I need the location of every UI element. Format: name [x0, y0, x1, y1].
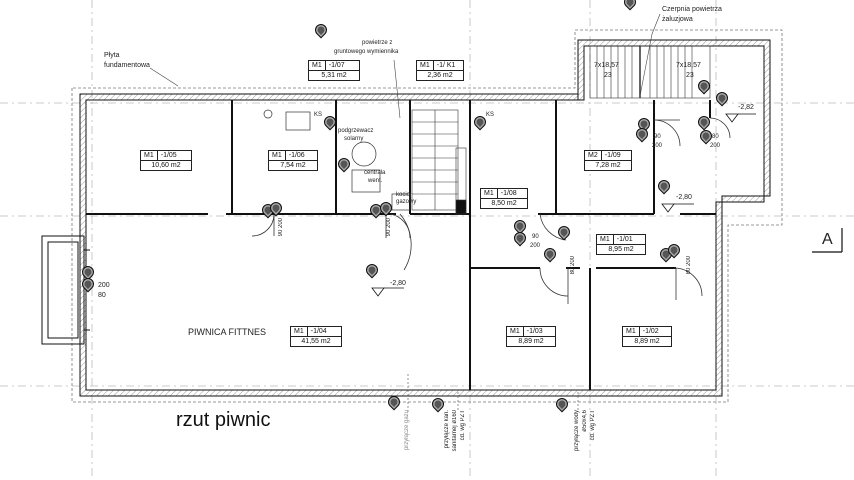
section-letter: A — [822, 231, 833, 248]
drawing-title: rzut piwnic — [176, 409, 271, 431]
stair-label-2: 7x18,57 — [676, 62, 701, 69]
stair-label-1b: 23 — [604, 72, 612, 79]
door-dim: 80 200 — [570, 256, 576, 275]
plyta-label-2: fundamentowa — [104, 62, 150, 69]
level-markers — [371, 113, 756, 297]
czerpnia-label-1: Czerpnia powietrza — [662, 6, 722, 13]
section-marker — [812, 228, 843, 253]
podgrzewacz-label-1: podgrzewacz — [338, 128, 374, 134]
room-tag: M1-1/06 7,54 m2 — [268, 150, 318, 171]
exterior-walls — [79, 39, 771, 397]
room-name: PIWNICA FITTNES — [188, 327, 267, 337]
window-dim-a: 200 — [98, 282, 110, 289]
level-stair: -2,82 — [738, 104, 754, 111]
door-dim: 90 — [654, 134, 661, 140]
equipment — [263, 109, 411, 211]
kociol-label-2: gazowy — [396, 199, 417, 205]
room-tag: M1-1/07 5,31 m2 — [308, 60, 360, 81]
level-mid: -2,80 — [390, 280, 406, 287]
stair-treads — [589, 45, 711, 99]
plyta-label-1: Płyta — [104, 52, 120, 59]
door-dim: 200 — [652, 143, 663, 149]
room-tag: M2-1/09 7,28 m2 — [584, 150, 632, 171]
door-dim: 80 200 — [686, 256, 692, 275]
ks-label-1: KS — [314, 112, 323, 118]
utility-sewer-label-1: przyłącze kan. — [444, 410, 450, 449]
room-tag: M1-1/01 8,95 m2 — [596, 234, 646, 255]
podgrzewacz-label-2: solarny — [344, 136, 364, 142]
window-dim-b: 80 — [98, 292, 106, 299]
powietrze-label-2: gruntowego wymiennika — [334, 49, 399, 55]
utility-water-label-1: przyłącze wody — [574, 410, 580, 452]
ks-label-2: KS — [486, 112, 495, 118]
powietrze-label-1: powietrze z — [362, 40, 393, 46]
leaders — [149, 13, 661, 119]
centrala-label-1: centrala — [364, 170, 386, 176]
utility-sewer-label-3: cd. wg PZT — [460, 410, 466, 441]
stair-label-1: 7x18,57 — [594, 62, 619, 69]
room-tag: M1-1/04 41,55 m2 — [290, 326, 342, 347]
door-dim: 200 — [710, 143, 721, 149]
utility-water-label-2: ø50x4,6 — [582, 410, 588, 432]
centrala-label-2: went. — [368, 178, 383, 184]
door-dim: 80 — [712, 134, 719, 140]
stair-label-2b: 23 — [686, 72, 694, 79]
door-dim: 90 — [532, 234, 539, 240]
room-tag: M1-1/ K1 2,36 m2 — [416, 60, 464, 81]
room-tag: M1-1/03 8,89 m2 — [506, 326, 556, 347]
room-tag: M1-1/02 8,89 m2 — [622, 326, 672, 347]
utility-gas-label: przyłącze gazu — [404, 410, 410, 451]
door-dim: 90 200 — [386, 218, 392, 237]
door-dim: 200 — [530, 243, 541, 249]
level-right: -2,80 — [676, 194, 692, 201]
foundation-outline — [71, 29, 783, 403]
utility-lines — [407, 374, 579, 412]
window-bay — [41, 235, 90, 345]
room-tag: M1-1/05 10,60 m2 — [140, 150, 192, 171]
utility-sewer-label-2: sanitarnej ø160 — [452, 410, 458, 452]
utility-water-label-3: cd. wg PZT — [590, 410, 596, 441]
czerpnia-label-2: żaluzjowa — [662, 16, 693, 23]
interior-stair — [411, 109, 467, 215]
door-dim: 90 200 — [278, 218, 284, 237]
room-tag: M1-1/08 8,50 m2 — [480, 188, 528, 209]
kociol-label-1: kocioł — [396, 192, 412, 198]
